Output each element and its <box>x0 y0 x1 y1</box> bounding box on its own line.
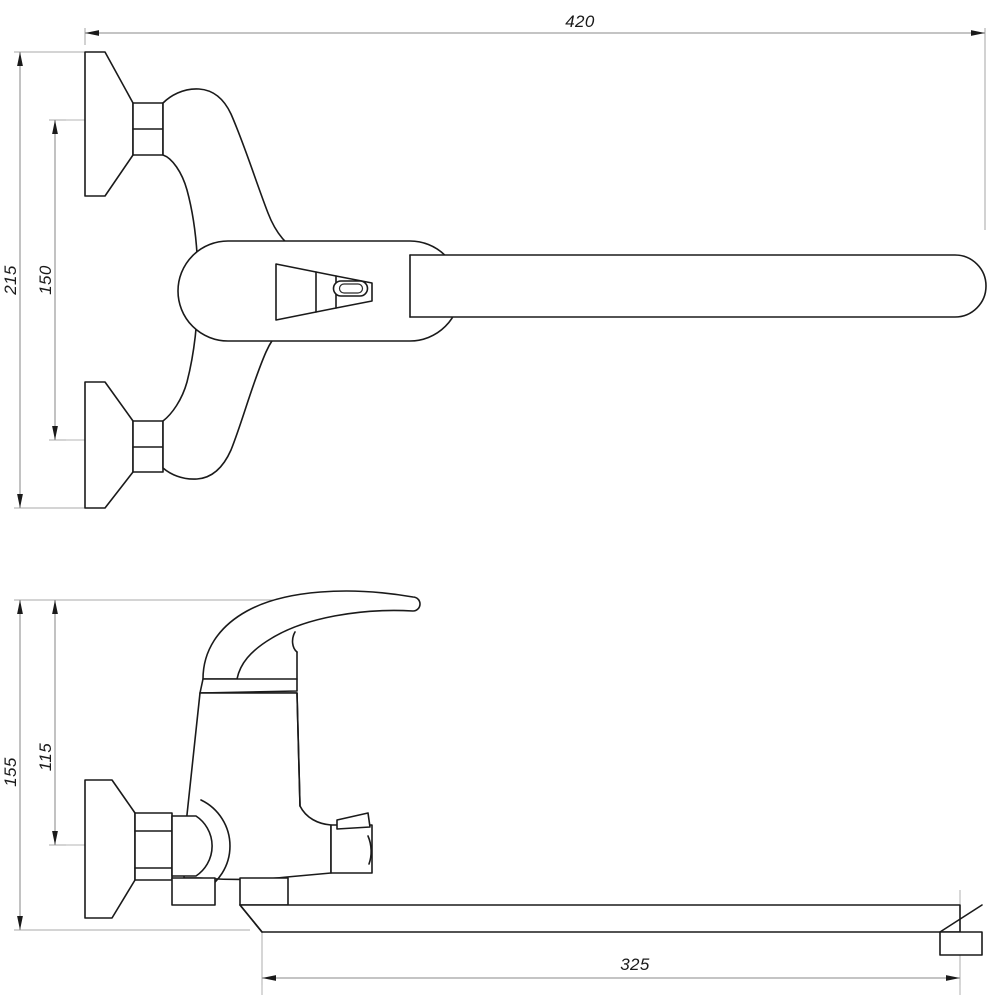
dimension-150-label: 150 <box>36 265 55 295</box>
dimension-215-label: 215 <box>1 265 20 296</box>
spout-side <box>239 904 961 933</box>
dimension-155-label: 155 <box>1 757 20 787</box>
upper-wall-flange <box>84 51 164 197</box>
base-blocks-side <box>171 877 289 906</box>
dimension-215: 215 <box>1 52 23 508</box>
side-view-extension-lines <box>14 599 961 995</box>
wall-flange-side <box>84 779 173 919</box>
dimension-325-label: 325 <box>620 955 650 974</box>
dimension-115-label: 115 <box>36 743 55 771</box>
dimension-115: 115 <box>36 600 58 845</box>
dimension-325: 325 <box>262 955 960 981</box>
lower-wall-flange <box>84 381 164 509</box>
diverter-knob-side <box>330 812 373 874</box>
dimension-155: 155 <box>1 600 23 930</box>
dimension-150: 150 <box>36 120 58 440</box>
front-view: 420 215 150 <box>1 12 987 509</box>
spout-front <box>409 254 987 318</box>
dimension-420: 420 <box>85 12 985 36</box>
side-view: 155 115 325 <box>1 590 983 995</box>
aerator-side <box>939 904 983 956</box>
lever-collar-side <box>199 678 298 694</box>
lever-handle-side <box>202 590 421 680</box>
dimension-420-label: 420 <box>565 12 595 31</box>
faucet-body-side <box>183 692 332 881</box>
